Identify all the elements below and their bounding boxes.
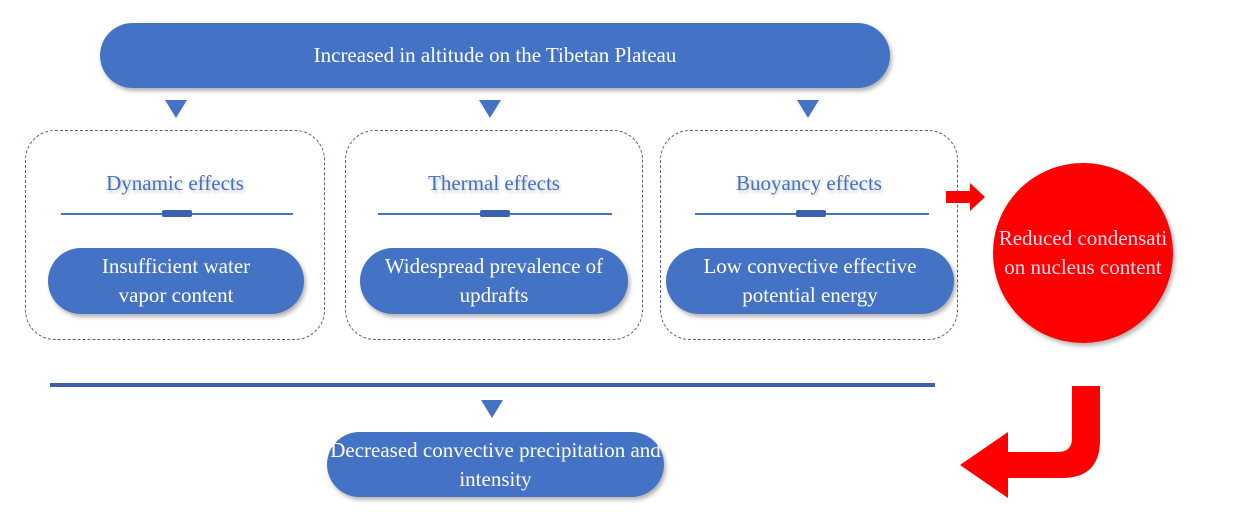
effect-title: Buoyancy effects <box>736 171 882 195</box>
effect-box-dynamic: Dynamic effects Insufficient water vapor… <box>25 130 325 340</box>
down-arrow-icon <box>797 100 819 118</box>
effect-title: Dynamic effects <box>106 171 244 195</box>
effect-box-thermal: Thermal effects Widespread prevalence of… <box>345 130 643 340</box>
divider-mark <box>480 210 510 217</box>
effect-title: Thermal effects <box>428 171 560 195</box>
effect-result: Widespread prevalence of updrafts <box>360 248 628 314</box>
effect-result: Low convective effective potential energ… <box>666 248 954 314</box>
merge-bar <box>50 383 935 387</box>
right-arrow-icon <box>946 183 985 211</box>
down-arrow-icon <box>481 400 503 418</box>
divider-mark <box>162 210 192 217</box>
curved-return-arrow-icon <box>960 386 1100 498</box>
down-arrow-icon <box>479 100 501 118</box>
divider-mark <box>796 210 826 217</box>
top-node: Increased in altitude on the Tibetan Pla… <box>100 23 890 88</box>
bottom-node: Decreased convective precipitation and i… <box>327 432 664 497</box>
effect-result: Insufficient water vapor content <box>48 248 304 314</box>
condensation-nucleus-node: Reduced condensati on nucleus content <box>993 163 1173 343</box>
effect-box-buoyancy: Buoyancy effects Low convective effectiv… <box>660 130 958 340</box>
down-arrow-icon <box>165 100 187 118</box>
